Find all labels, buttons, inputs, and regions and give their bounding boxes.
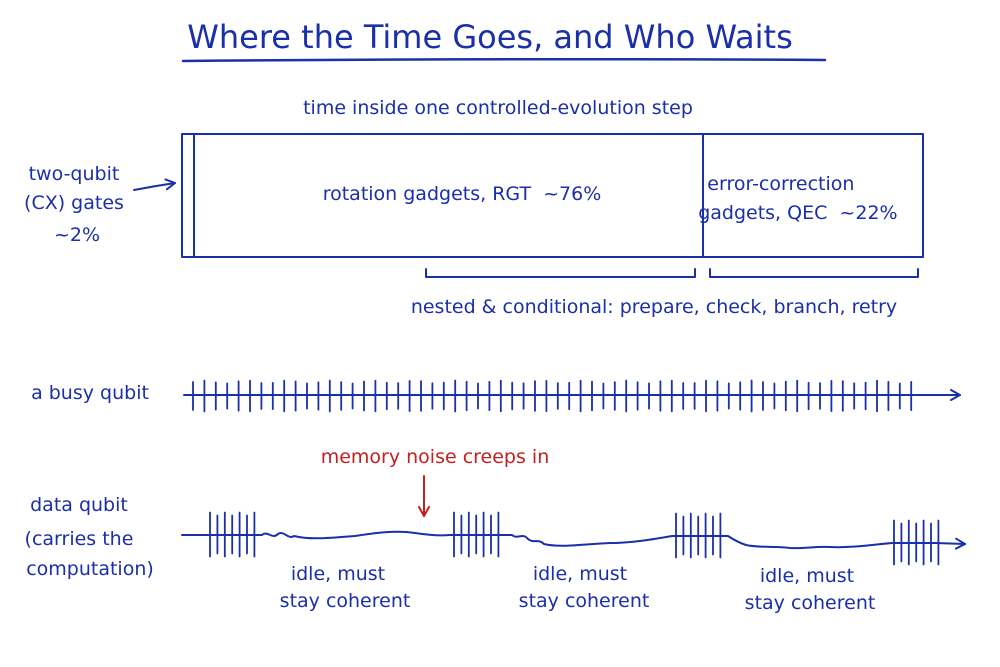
busy-qubit-section: a busy qubit	[31, 379, 961, 413]
idle-label-3-line-2: stay coherent	[745, 592, 876, 614]
idle-label-2: idle, must stay coherent	[519, 563, 650, 612]
cx-arrow	[133, 178, 176, 191]
brace-note: nested & conditional: prepare, check, br…	[411, 296, 897, 318]
title-underline	[181, 57, 827, 63]
cx-label-line-2: (CX) gates	[24, 192, 124, 214]
cx-label-text: two-qubit (CX) gates ~2%	[24, 163, 130, 246]
idle-label-3: idle, must stay coherent	[745, 565, 876, 614]
rgt-brace	[425, 268, 696, 278]
cx-gates-label: two-qubit (CX) gates ~2%	[24, 163, 176, 246]
cx-label-line-1: two-qubit	[29, 163, 120, 185]
data-qubit-label-line-3: computation)	[26, 558, 154, 580]
idle-label-2-line-1: idle, must	[533, 563, 627, 585]
cx-label-line-3: ~2%	[54, 224, 100, 246]
data-qubit-gate-bursts	[209, 511, 940, 566]
time-bar-outline	[181, 133, 924, 258]
idle-label-1-line-2: stay coherent	[280, 590, 411, 612]
data-qubit-label-line-2: (carries the	[25, 528, 134, 550]
data-qubit-timeline	[181, 530, 966, 550]
qec-brace	[709, 268, 919, 278]
noise-note: memory noise creeps in	[321, 446, 550, 468]
data-qubit-label: data qubit (carries the computation)	[25, 494, 154, 580]
idle-label-2-line-2: stay coherent	[519, 590, 650, 612]
bar-caption: time inside one controlled-evolution ste…	[303, 97, 693, 119]
qec-segment-label: error-correction gadgets, QEC ~22%	[0, 0, 928, 224]
busy-qubit-label: a busy qubit	[31, 382, 149, 404]
idle-label-1: idle, must stay coherent	[280, 563, 411, 612]
qec-label-line-2: gadgets, QEC ~22%	[698, 202, 897, 224]
qec-label-line-1: error-correction	[707, 173, 854, 195]
idle-label-1-line-1: idle, must	[291, 563, 385, 585]
idle-label-3-line-1: idle, must	[760, 565, 854, 587]
page-title: Where the Time Goes, and Who Waits	[187, 18, 793, 56]
rgt-segment-label: rotation gadgets, RGT ~76%	[323, 183, 602, 205]
time-bar	[181, 133, 924, 258]
data-qubit-section: data qubit (carries the computation) mem…	[25, 446, 966, 614]
data-qubit-label-line-1: data qubit	[30, 494, 128, 516]
time-bar-section: time inside one controlled-evolution ste…	[0, 0, 928, 318]
gadget-braces	[425, 268, 919, 278]
title-group: Where the Time Goes, and Who Waits	[181, 18, 827, 63]
busy-qubit-gate-ticks	[192, 379, 913, 413]
